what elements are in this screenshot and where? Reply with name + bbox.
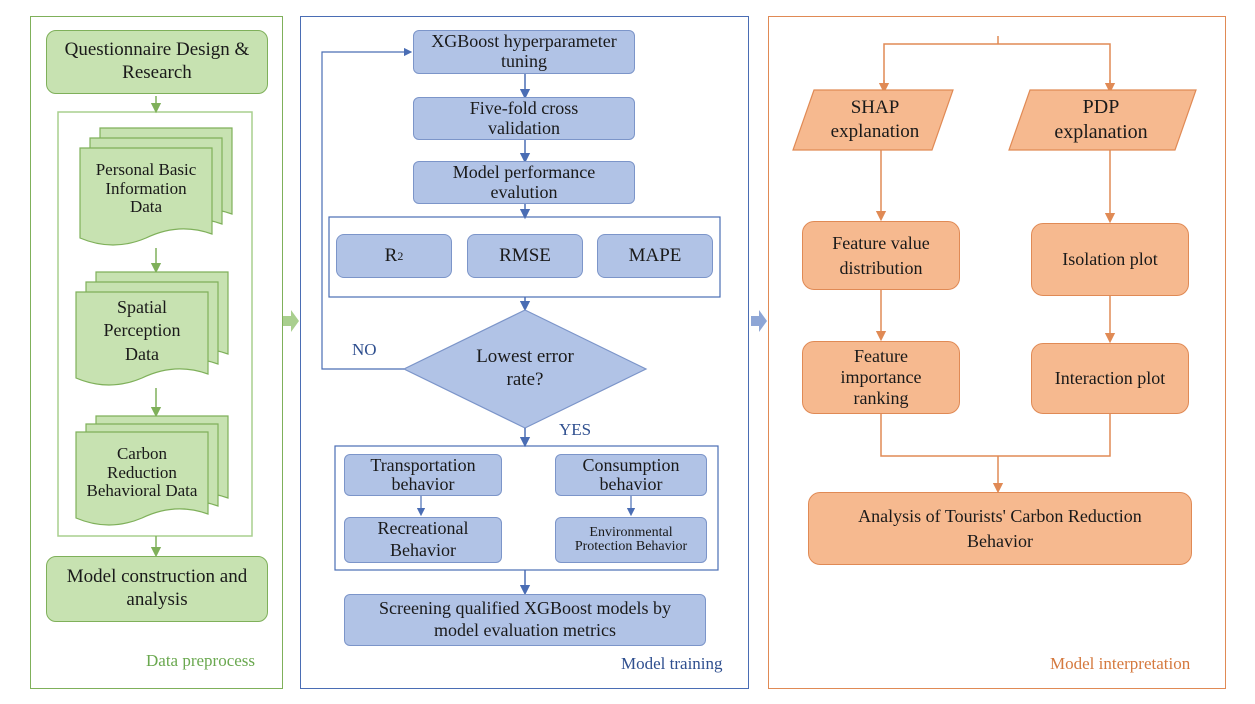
personal-data-doc-icon [79,127,233,246]
arrow-training-to-interpretation [751,310,767,332]
environmental-behavior-box: Environmental Protection Behavior [555,517,707,563]
yes-label: YES [559,420,592,439]
no-label: NO [352,340,377,359]
carbon-data-doc-icon [75,415,229,526]
transportation-behavior-box: Transportation behavior [344,454,502,496]
isolation-plot-box: Isolation plot [1031,223,1189,296]
personal-data-label: Personal Basic Information Data [95,160,197,217]
behavior-group-frame [334,445,719,571]
shap-label: SHAP explanation [830,97,920,142]
spatial-data-label: Spatial Perception Data [103,296,181,364]
analysis-box: Analysis of Tourists' Carbon Reduction B… [808,492,1192,565]
metric-rmse-box: RMSE [467,234,583,278]
r2-superscript: 2 [397,248,404,263]
model-construction-box: Model construction and analysis [46,556,268,622]
spatial-data-doc-icon [75,271,229,386]
hyperparameter-tuning-box: XGBoost hyperparameter tuning [413,30,635,74]
metric-mape-box: MAPE [597,234,713,278]
cross-validation-box: Five-fold cross validation [413,97,635,140]
feature-importance-box: Feature importance ranking [802,341,960,414]
feature-value-box: Feature value distribution [802,221,960,290]
pdp-label: PDP explanation [1054,96,1148,143]
questionnaire-design-box: Questionnaire Design & Research [46,30,268,94]
pdp-parallelogram [1008,89,1197,151]
shap-parallelogram [792,89,954,151]
decision-label: Lowest error rate? [476,346,574,390]
data-preprocess-title: Data preprocess [146,651,256,670]
consumption-behavior-box: Consumption behavior [555,454,707,496]
carbon-data-label: Carbon Reduction Behavioral Data [86,444,198,501]
arrow-preprocess-to-training [283,310,299,332]
model-training-title: Model training [621,654,723,673]
recreational-behavior-box: Recreational Behavior [344,517,502,563]
interaction-plot-box: Interaction plot [1031,343,1189,414]
performance-evaluation-box: Model performance evalution [413,161,635,204]
screening-models-box: Screening qualified XGBoost models by mo… [344,594,706,646]
model-interpretation-title: Model interpretation [1050,654,1191,673]
